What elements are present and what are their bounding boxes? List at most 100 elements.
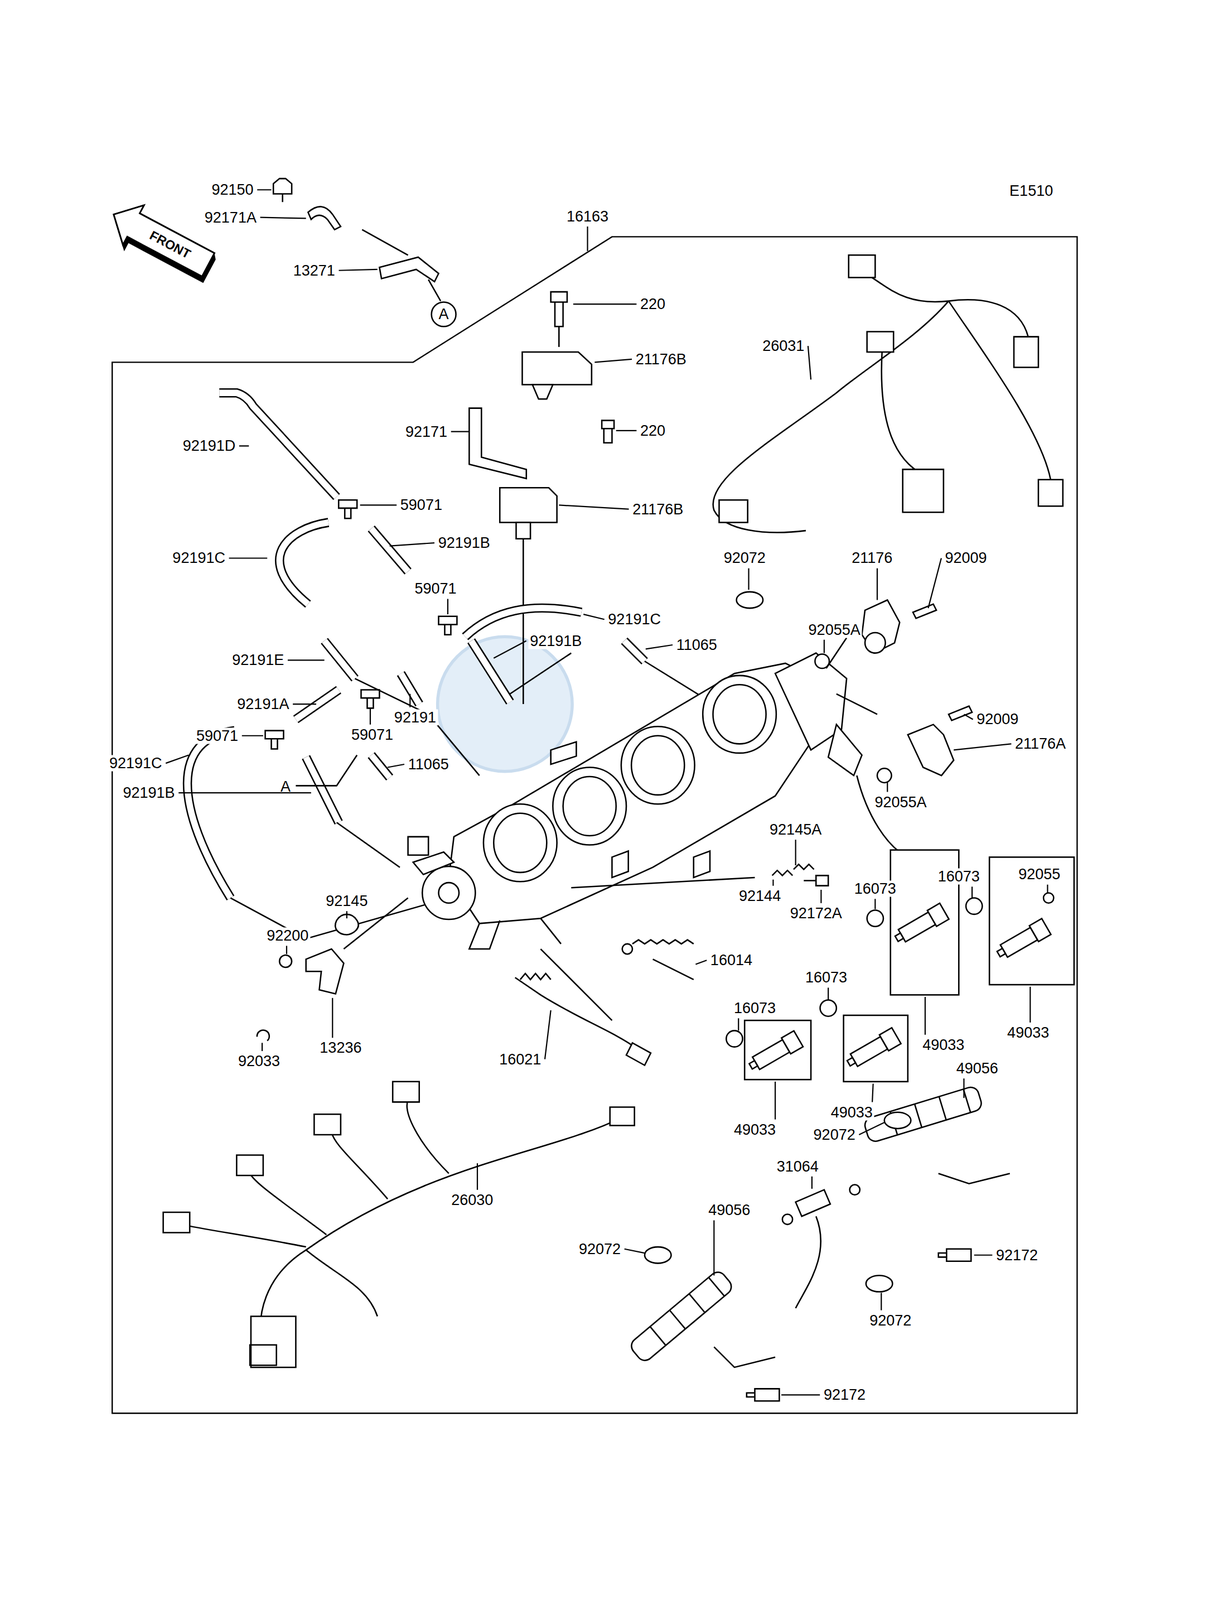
t-joint bbox=[265, 499, 458, 749]
fuel-fitting bbox=[795, 1215, 821, 1308]
leader-line bbox=[823, 639, 825, 654]
callout-number: 92191B bbox=[436, 534, 492, 551]
callout-number: 26030 bbox=[449, 1191, 495, 1208]
vacuum-hoses bbox=[187, 392, 645, 898]
vacuum-hoses bbox=[324, 640, 356, 679]
callout-number: 16073 bbox=[936, 868, 982, 885]
leader-line bbox=[872, 1083, 874, 1102]
breather-clip bbox=[431, 301, 457, 327]
leader-line bbox=[858, 1122, 884, 1135]
leader-line bbox=[387, 764, 405, 767]
t-joint bbox=[438, 616, 457, 635]
leader-line bbox=[573, 303, 637, 305]
seal-washer bbox=[867, 910, 884, 927]
throttle-body bbox=[483, 803, 558, 882]
rail-screw bbox=[713, 1172, 1010, 1401]
injector bbox=[850, 1036, 888, 1066]
injector bbox=[879, 1027, 902, 1051]
callout-number: 21176A bbox=[1013, 735, 1068, 752]
callout-number: 92072 bbox=[577, 1240, 623, 1257]
direction-label: FRONT bbox=[146, 227, 195, 263]
throttle-body bbox=[631, 735, 685, 795]
leader-line bbox=[544, 1009, 551, 1060]
leader-line bbox=[286, 945, 288, 954]
callout-number: 92072 bbox=[722, 549, 768, 567]
hose-clamp bbox=[644, 1246, 672, 1263]
cable-16021 bbox=[540, 948, 612, 1021]
harness-26031 bbox=[713, 273, 1051, 533]
callout-number: 49033 bbox=[732, 1120, 778, 1138]
throttle-body bbox=[448, 663, 816, 923]
seal-washer bbox=[726, 892, 1054, 1047]
fuel-rail bbox=[650, 1277, 725, 1346]
harness-26031 bbox=[718, 499, 748, 522]
sensor-right bbox=[912, 603, 937, 619]
callout-number: 92072 bbox=[811, 1125, 858, 1143]
front-arrow bbox=[103, 194, 219, 285]
fuel-fitting bbox=[795, 1189, 831, 1217]
callout-number: 11065 bbox=[674, 636, 719, 653]
leader-line bbox=[927, 558, 941, 609]
callout-number: 92145A bbox=[767, 820, 824, 838]
leader-line bbox=[695, 959, 707, 964]
injector bbox=[1029, 918, 1052, 942]
leader-line bbox=[886, 781, 888, 792]
callout-number: 26031 bbox=[760, 337, 806, 355]
injector bbox=[895, 933, 904, 942]
callout-number: 92009 bbox=[974, 711, 1021, 728]
throttle-body bbox=[856, 775, 908, 857]
leader-line bbox=[874, 898, 876, 909]
injector bbox=[997, 948, 1006, 957]
callout-number: 21176B bbox=[634, 350, 689, 367]
leader-line bbox=[229, 557, 268, 559]
seal-washer bbox=[820, 999, 837, 1016]
fuel-rail bbox=[862, 1084, 984, 1143]
t-joint bbox=[338, 499, 357, 519]
vacuum-hoses bbox=[371, 755, 390, 778]
injector-box bbox=[744, 849, 1075, 1082]
leader-line bbox=[165, 755, 189, 764]
injector bbox=[1000, 927, 1038, 957]
t-joint bbox=[265, 730, 284, 749]
breather-clip bbox=[273, 178, 292, 194]
leader-line bbox=[795, 839, 797, 865]
rail-screw bbox=[938, 1248, 972, 1261]
leader-line bbox=[820, 889, 822, 903]
callout-number: 49033 bbox=[1005, 1023, 1051, 1041]
leader-line bbox=[583, 614, 604, 620]
leader-line bbox=[1029, 986, 1031, 1023]
callout-number: 92055A bbox=[872, 793, 928, 810]
linkage-parts bbox=[279, 954, 292, 968]
vacuum-hoses bbox=[279, 522, 329, 604]
callout-number: 92172 bbox=[822, 1386, 868, 1403]
leader-line bbox=[772, 879, 774, 886]
screws-springs bbox=[632, 939, 694, 980]
leader-line bbox=[369, 707, 371, 724]
injector bbox=[748, 1060, 758, 1069]
leader-line bbox=[239, 445, 249, 447]
sensor-right bbox=[862, 600, 901, 654]
fuel-rail bbox=[862, 1084, 984, 1143]
throttle-body bbox=[408, 653, 934, 949]
fuel-fitting bbox=[782, 1184, 860, 1308]
throttle-body bbox=[693, 850, 710, 878]
hose-clamp bbox=[736, 591, 764, 608]
leader-line bbox=[287, 659, 325, 661]
vacuum-hoses bbox=[371, 755, 390, 778]
leader-line bbox=[747, 568, 749, 591]
callout-number: 92191A bbox=[235, 695, 291, 713]
leader-line bbox=[493, 640, 526, 659]
sensor-bracket bbox=[499, 487, 557, 522]
vacuum-hoses bbox=[279, 522, 329, 604]
leader-line bbox=[974, 1254, 993, 1256]
leader-line bbox=[260, 217, 307, 219]
sensor-bracket bbox=[601, 420, 615, 443]
throttle-body bbox=[611, 850, 628, 878]
callout-number: 92191B bbox=[528, 632, 584, 649]
vacuum-hoses bbox=[187, 730, 235, 898]
leader-line bbox=[808, 345, 811, 380]
leader-line bbox=[880, 1292, 882, 1310]
vacuum-hoses bbox=[624, 640, 645, 662]
injector bbox=[847, 1057, 856, 1066]
